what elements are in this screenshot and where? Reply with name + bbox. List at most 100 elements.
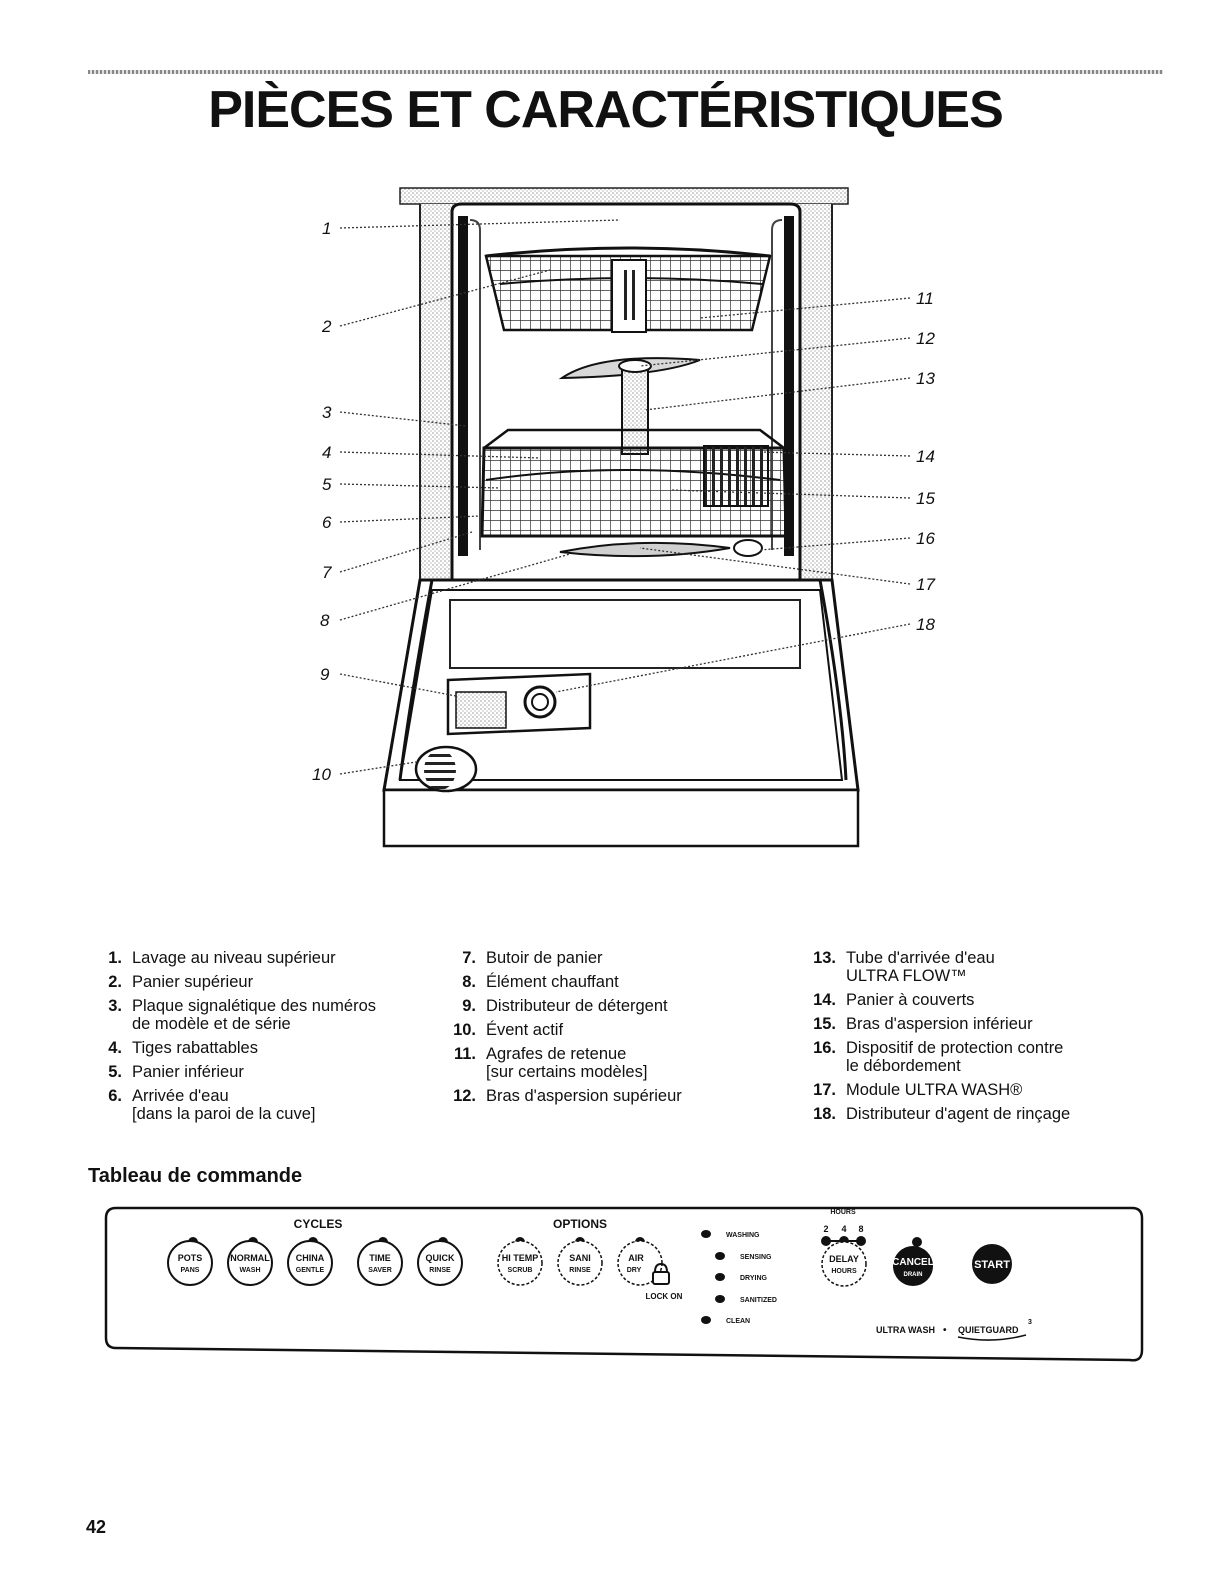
svg-text:DRY: DRY xyxy=(627,1267,642,1274)
hours-value-4: 4 xyxy=(841,1224,846,1234)
svg-text:GENTLE: GENTLE xyxy=(296,1267,325,1274)
callout-7: 7 xyxy=(322,563,332,582)
legend-text: Élément chauffant xyxy=(486,973,619,991)
callout-6: 6 xyxy=(322,513,332,532)
legend-number: 16. xyxy=(813,1039,836,1057)
callout-3: 3 xyxy=(322,403,332,422)
legend-item: 11. Agrafes de retenue [sur certains modè… xyxy=(446,1042,786,1084)
legend-number: 12. xyxy=(453,1087,476,1105)
legend-text: Panier supérieur xyxy=(132,973,254,991)
legend-text: Dispositif de protection contre le débor… xyxy=(846,1039,1064,1075)
cancel-drain-button[interactable]: CANCEL DRAIN xyxy=(892,1237,934,1286)
svg-text:CHINA: CHINA xyxy=(296,1253,325,1263)
legend-number: 3. xyxy=(108,997,122,1015)
callout-14: 14 xyxy=(916,447,935,466)
lock-icon xyxy=(652,1262,670,1285)
legend-item: 15. Bras d'aspersion inférieur xyxy=(806,1012,1146,1036)
legend-item: 1. Lavage au niveau supérieur xyxy=(92,946,432,970)
delay-hours-button[interactable]: DELAY HOURS xyxy=(821,1241,867,1287)
svg-text:SCRUB: SCRUB xyxy=(508,1267,533,1274)
status-light-washing: WASHING xyxy=(701,1230,760,1239)
brand-ultra-wash: ULTRA WASH xyxy=(876,1325,935,1335)
svg-text:PANS: PANS xyxy=(181,1267,200,1274)
callout-8: 8 xyxy=(320,611,330,630)
legend-item: 8.Élément chauffant xyxy=(446,970,786,994)
cycle-button-time-saver[interactable]: TIME SAVER xyxy=(357,1237,403,1286)
legend-item: 18.Distributeur d'agent de rinçage xyxy=(806,1102,1146,1126)
legend-text: Plaque signalétique des numéros de modèl… xyxy=(132,997,376,1033)
legend-item: 2. Panier supérieur xyxy=(92,970,432,994)
svg-text:HOURS: HOURS xyxy=(831,1268,857,1275)
option-button-air-dry[interactable]: AIR DRY xyxy=(617,1237,663,1286)
dishwasher-diagram: 1 2 3 4 5 6 7 8 9 10 11 12 13 14 15 16 1… xyxy=(312,187,935,848)
legend-number: 14. xyxy=(813,991,836,1009)
legend-text: Lavage au niveau supérieur xyxy=(132,949,336,967)
cycle-button-china-gentle[interactable]: CHINA GENTLE xyxy=(287,1237,333,1286)
svg-text:RINSE: RINSE xyxy=(569,1267,591,1274)
legend-text: Module ULTRA WASH® xyxy=(846,1081,1023,1099)
hours-value-8: 8 xyxy=(858,1224,863,1234)
option-button-sani-rinse[interactable]: SANI RINSE xyxy=(557,1237,603,1286)
svg-text:CLEAN: CLEAN xyxy=(726,1318,750,1325)
start-button[interactable]: START xyxy=(972,1244,1012,1284)
callout-1: 1 xyxy=(322,219,331,238)
legend-text: Agrafes de retenue [sur certains modèles… xyxy=(486,1045,648,1081)
callout-13: 13 xyxy=(916,369,935,388)
legend-item: 13.Tube d'arrivée d'eau ULTRA FLOW™ xyxy=(806,946,1146,988)
legend-number: 2. xyxy=(108,973,122,991)
cycle-button-normal-wash[interactable]: NORMAL WASH xyxy=(227,1237,273,1286)
callout-12: 12 xyxy=(916,329,935,348)
legend-number: 10. xyxy=(453,1021,476,1039)
option-button-hi-temp-scrub[interactable]: HI TEMP SCRUB xyxy=(497,1237,543,1286)
svg-text:QUICK: QUICK xyxy=(426,1253,456,1263)
legend-item: 7.Butoir de panier xyxy=(446,946,786,970)
callout-15: 15 xyxy=(916,489,935,508)
top-rule xyxy=(88,70,1163,74)
lock-on-label: LOCK ON xyxy=(646,1292,683,1301)
legend-number: 17. xyxy=(813,1081,836,1099)
legend-number: 9. xyxy=(462,997,476,1015)
hours-label: HOURS xyxy=(830,1209,856,1216)
legend-item: 10. Évent actif xyxy=(446,1018,786,1042)
legend-item: 3. Plaque signalétique des numéros de mod… xyxy=(92,994,432,1036)
brand-superscript: 3 xyxy=(1028,1319,1032,1326)
active-vent xyxy=(414,745,478,793)
svg-text:SANITIZED: SANITIZED xyxy=(740,1297,777,1304)
legend-text: Panier à couverts xyxy=(846,991,975,1009)
svg-text:SENSING: SENSING xyxy=(740,1254,772,1261)
cycle-button-pots-pans[interactable]: POTS PANS xyxy=(167,1237,213,1286)
legend-number: 4. xyxy=(108,1039,122,1057)
legend-number: 15. xyxy=(813,1015,836,1033)
callout-10: 10 xyxy=(312,765,331,784)
status-light-clean: CLEAN xyxy=(701,1316,750,1325)
legend-number: 13. xyxy=(813,949,836,967)
legend-text: Arrivée d'eau [dans la paroi de la cuve] xyxy=(132,1087,316,1123)
lower-spray-arm xyxy=(559,541,731,558)
legend-column-1: 1. Lavage au niveau supérieur 2. Panier su… xyxy=(92,946,432,1126)
svg-text:WASHING: WASHING xyxy=(726,1232,760,1239)
legend-number: 11. xyxy=(453,1045,476,1063)
legend-text: Évent actif xyxy=(486,1021,564,1039)
brand-separator: • xyxy=(943,1325,947,1336)
control-panel-outline xyxy=(104,1206,1144,1362)
control-panel-heading: Tableau de commande xyxy=(88,1165,303,1187)
svg-text:SAVER: SAVER xyxy=(368,1267,392,1274)
svg-text:START: START xyxy=(974,1259,1010,1271)
legend-text: Distributeur de détergent xyxy=(486,997,668,1015)
legend-item: 12.Bras d'aspersion supérieur xyxy=(446,1084,786,1108)
status-light-sanitized: SANITIZED xyxy=(715,1295,777,1304)
overflow-protector xyxy=(733,539,763,557)
callout-2: 2 xyxy=(321,317,332,336)
legend-text: Tiges rabattables xyxy=(132,1039,258,1057)
legend-text: Bras d'aspersion inférieur xyxy=(846,1015,1033,1033)
callout-4: 4 xyxy=(322,443,331,462)
control-panel-illustration: CYCLES OPTIONS POTS PANS NORMAL WASH CHI… xyxy=(104,1206,1144,1362)
cycle-button-quick-rinse[interactable]: QUICK RINSE xyxy=(417,1237,463,1286)
legend-number: 5. xyxy=(108,1063,122,1081)
options-label: OPTIONS xyxy=(553,1217,607,1231)
lower-rack xyxy=(480,428,788,538)
water-feed-tube xyxy=(621,365,649,455)
legend-number: 7. xyxy=(462,949,476,967)
upper-rack xyxy=(484,246,772,333)
legend-number: 1. xyxy=(108,949,122,967)
